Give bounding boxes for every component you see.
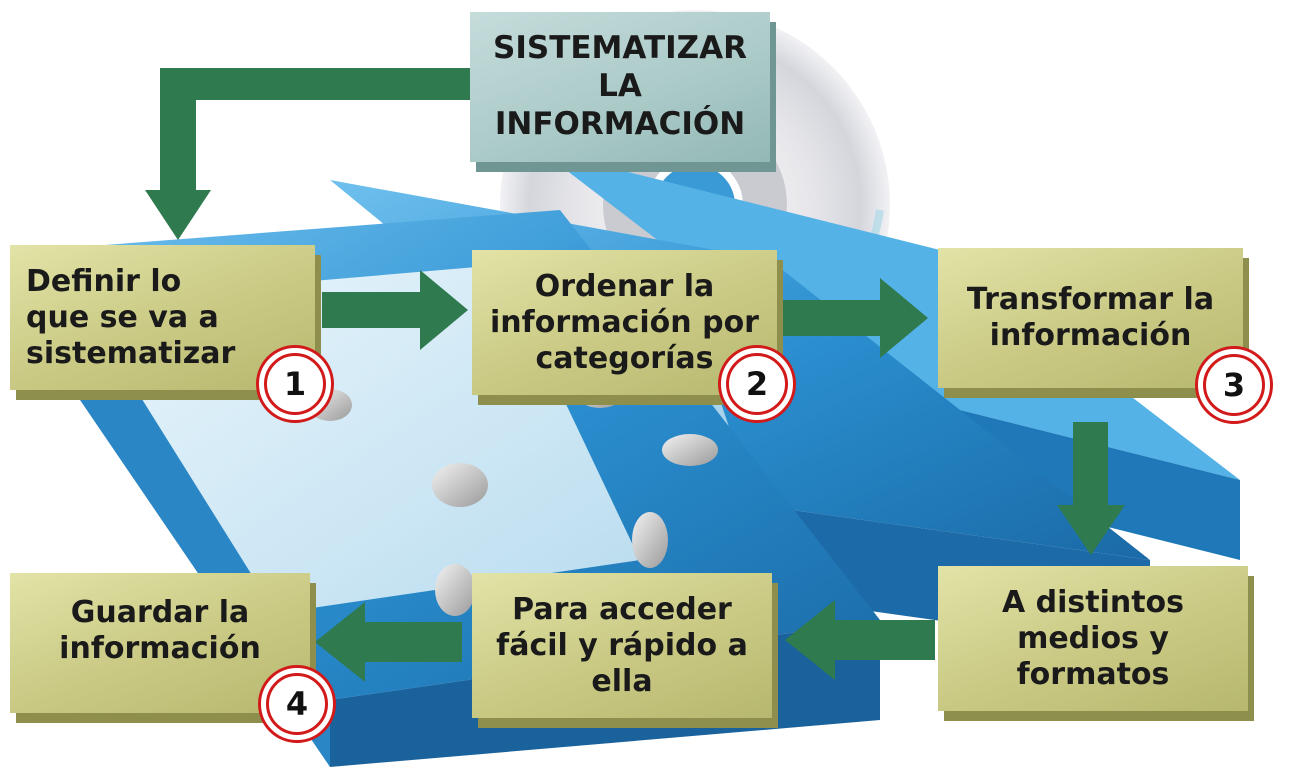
step-1-number-badge: 1 [256, 345, 334, 423]
step-5-box: Para acceder fácil y rápido a ella [472, 573, 772, 718]
arrow-step1-to-step2 [322, 270, 468, 350]
arrow-step2-to-step3 [782, 278, 928, 358]
step-2-number-badge: 2 [718, 345, 796, 423]
step-3-number-badge: 3 [1195, 346, 1273, 424]
arrow-title-to-step1 [145, 68, 470, 240]
title-box: SISTEMATIZAR LA INFORMACIÓN [470, 12, 770, 162]
step-3-box: Transformar la información [938, 248, 1243, 388]
arrow-step4-to-step5 [785, 600, 935, 680]
step-4-box: A distintos medios y formatos [938, 566, 1248, 711]
flow-arrows [145, 68, 1125, 682]
step-6-number: 4 [285, 685, 309, 723]
step-3-number: 3 [1222, 366, 1246, 404]
step-1-number: 1 [283, 365, 307, 403]
arrow-step3-to-step4 [1057, 422, 1125, 555]
arrow-step5-to-step6 [315, 602, 462, 682]
step-6-number-badge: 4 [258, 665, 336, 743]
step-2-number: 2 [745, 365, 769, 403]
